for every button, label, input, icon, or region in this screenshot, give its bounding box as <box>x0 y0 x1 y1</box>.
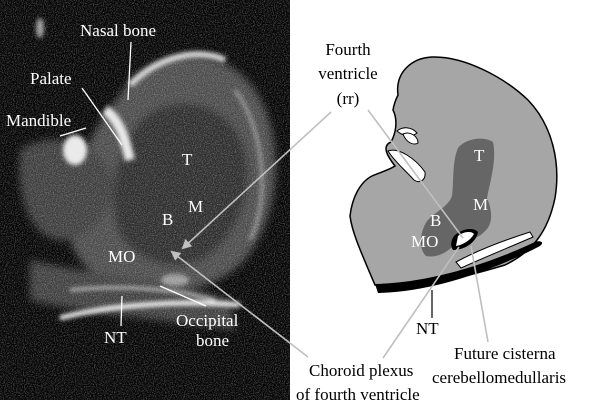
fourth-ventricle-line2: ventricle <box>318 64 377 83</box>
label-palate: Palate <box>30 69 72 88</box>
label-mandible: Mandible <box>6 111 71 130</box>
cisterna-line1: Future cisterna <box>454 344 556 363</box>
label-t-ultrasound: T <box>182 150 193 169</box>
label-mo-ultrasound: MO <box>108 247 135 266</box>
label-occipital-line1: Occipital <box>176 311 239 330</box>
schematic-panel: T M B MO NT <box>350 57 557 338</box>
cisterna-line2: cerebellomedullaris <box>432 368 566 387</box>
fourth-ventricle-line3: (rr) <box>337 89 360 108</box>
label-occipital-line2: bone <box>196 331 229 350</box>
ultrasound-speckle <box>0 0 290 400</box>
label-nt-schematic: NT <box>416 319 439 338</box>
label-b-ultrasound: B <box>162 210 173 229</box>
label-t-schematic: T <box>474 146 485 165</box>
ultrasound-panel: Nasal bone Palate Mandible T M B MO NT O… <box>0 0 290 400</box>
fourth-ventricle-line1: Fourth <box>325 40 371 59</box>
choroid-line2: of fourth ventricle <box>296 385 420 404</box>
label-m-ultrasound: M <box>188 197 203 216</box>
label-nt-ultrasound: NT <box>104 328 127 347</box>
label-b-schematic: B <box>430 211 441 230</box>
label-mo-schematic: MO <box>411 232 438 251</box>
label-nasal-bone: Nasal bone <box>80 21 156 40</box>
choroid-line1: Choroid plexus <box>309 361 413 380</box>
label-m-schematic: M <box>473 195 488 214</box>
